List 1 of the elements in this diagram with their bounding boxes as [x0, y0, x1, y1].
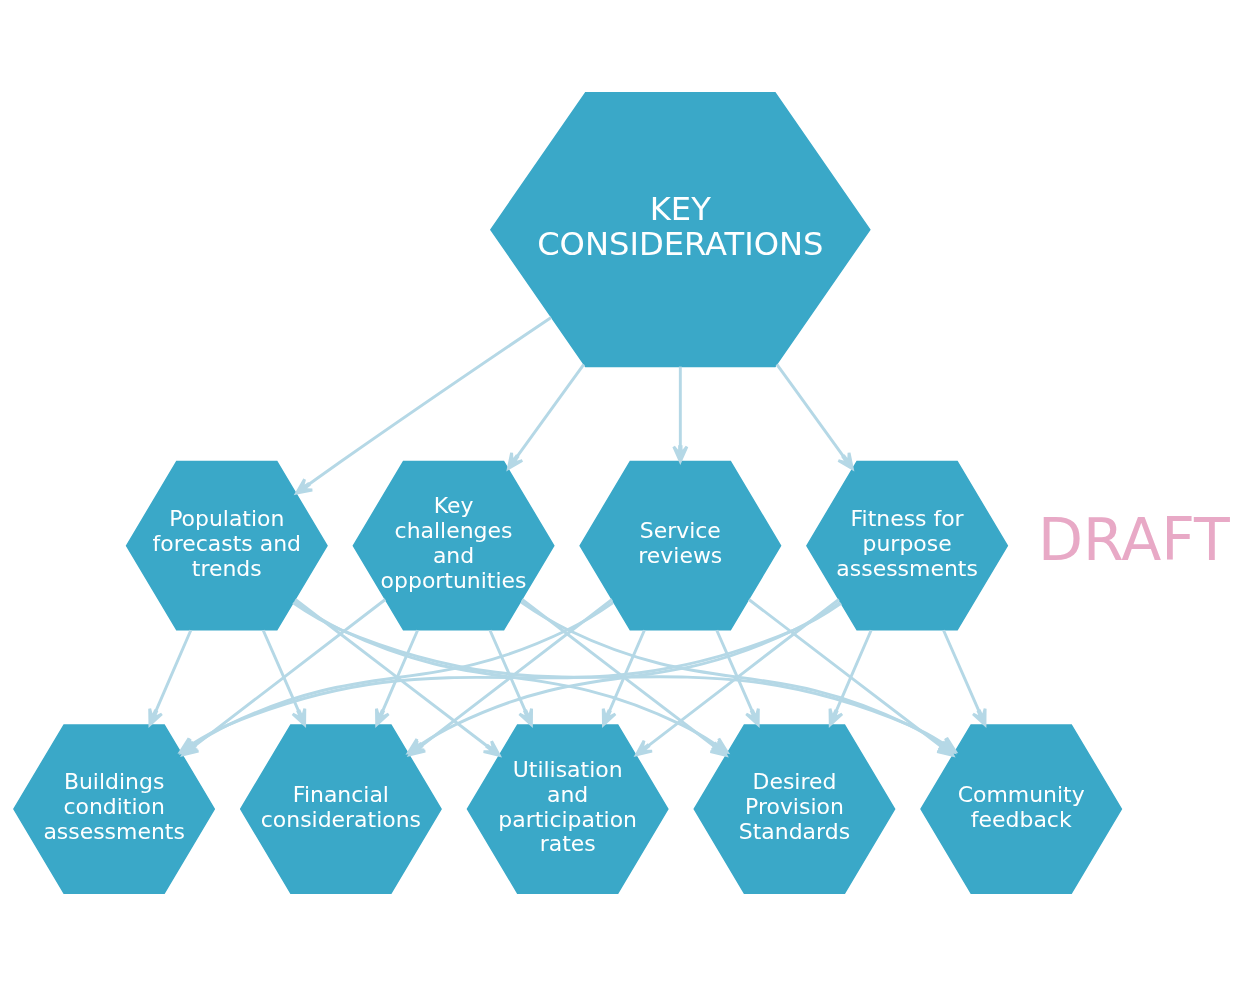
label: DRAFT — [1038, 505, 1230, 574]
